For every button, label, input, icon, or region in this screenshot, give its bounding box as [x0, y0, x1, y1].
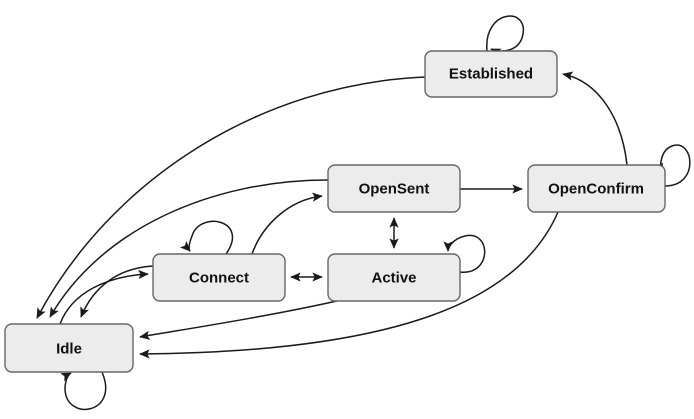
transitions-layer: [36, 15, 691, 411]
state-shape-active: [327, 253, 461, 302]
transition-opensent-to-idle[interactable]: [49, 179, 329, 318]
transition-openconfirm-self[interactable]: [654, 144, 691, 187]
transition-connect-self[interactable]: [179, 220, 234, 255]
state-shape-openconfirm: [527, 164, 666, 213]
transition-openconfirm-to-established[interactable]: [562, 71, 628, 166]
state-node-active[interactable]: Active: [327, 253, 461, 302]
state-node-connect[interactable]: Connect: [152, 253, 286, 302]
state-node-established[interactable]: Established: [424, 50, 558, 98]
transition-established-self[interactable]: [486, 15, 525, 58]
transition-idle-to-connect[interactable]: [59, 269, 149, 325]
states-layer: Idle Connect Active OpenSent OpenConfirm: [4, 50, 666, 373]
transition-idle-self[interactable]: [60, 371, 107, 411]
state-node-opensent[interactable]: OpenSent: [327, 164, 461, 213]
transition-openconfirm-to-idle[interactable]: [139, 211, 559, 359]
transition-connect-to-idle[interactable]: [80, 265, 154, 318]
state-shape-connect: [152, 253, 286, 302]
state-node-idle[interactable]: Idle: [4, 323, 134, 373]
state-shape-idle: [4, 323, 134, 373]
state-shape-established: [424, 50, 558, 98]
state-node-openconfirm[interactable]: OpenConfirm: [527, 164, 666, 213]
transition-active-to-idle[interactable]: [139, 300, 338, 340]
transition-active-self[interactable]: [443, 234, 486, 273]
state-shape-opensent: [327, 164, 461, 213]
transition-established-to-idle[interactable]: [36, 76, 426, 319]
transition-connect-to-opensent[interactable]: [251, 192, 323, 255]
